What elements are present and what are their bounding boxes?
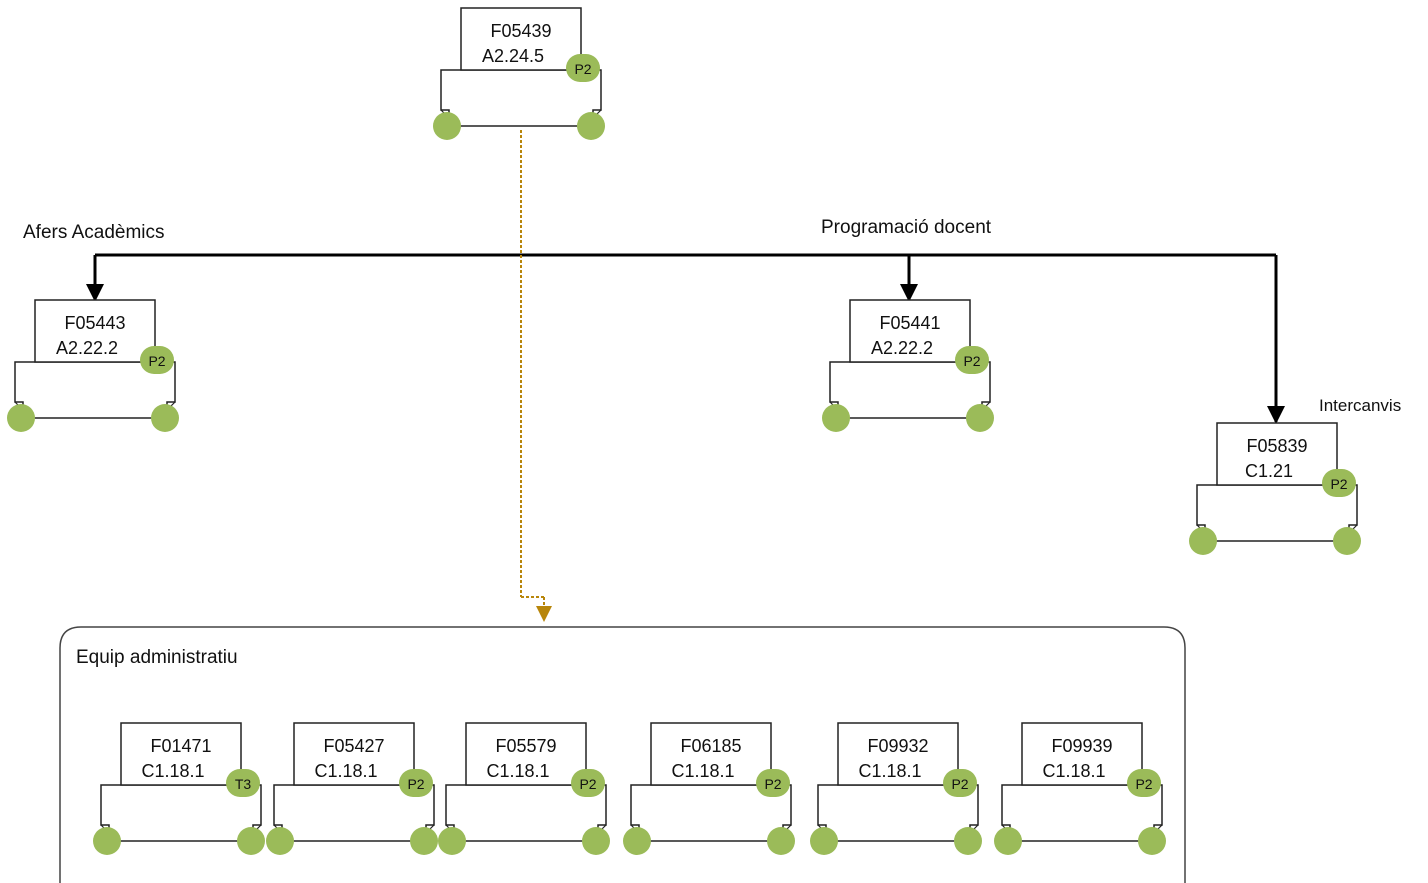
level-badge: P2: [764, 776, 781, 792]
wheel-left-icon: [93, 827, 121, 855]
position-code: A2.22.2: [56, 338, 118, 358]
position-code: C1.18.1: [671, 761, 734, 781]
level-badge: P2: [1330, 476, 1347, 492]
level-badge: T3: [235, 776, 252, 792]
dashed-arrow-head: [536, 606, 552, 622]
position-code: C1.21: [1245, 461, 1293, 481]
wheel-left-icon: [822, 404, 850, 432]
wheel-right-icon: [954, 827, 982, 855]
level-badge-bg: [399, 769, 433, 797]
position-id: F05427: [323, 736, 384, 756]
level-badge: P2: [951, 776, 968, 792]
position-code: C1.18.1: [486, 761, 549, 781]
position-id: F05439: [490, 21, 551, 41]
team-group-container: [59, 626, 1186, 883]
card-sheet: [120, 722, 242, 786]
position-code: C1.18.1: [314, 761, 377, 781]
wheel-left-icon: [7, 404, 35, 432]
level-badge-bg: [140, 346, 174, 374]
arrow-head-programacio: [900, 284, 918, 302]
wheel-right-icon: [151, 404, 179, 432]
wheel-right-icon: [577, 112, 605, 140]
position-code: A2.24.5: [482, 46, 544, 66]
level-badge-bg: [226, 769, 260, 797]
level-badge: P2: [407, 776, 424, 792]
card-sheet: [1216, 422, 1338, 486]
branch-label-afers: Afers Acadèmics: [23, 222, 165, 243]
wheel-left-icon: [623, 827, 651, 855]
wheel-left-icon: [1189, 527, 1217, 555]
card-sheet: [460, 7, 582, 71]
level-badge: P2: [963, 353, 980, 369]
position-id: F09939: [1051, 736, 1112, 756]
wheel-right-icon: [966, 404, 994, 432]
position-code: C1.18.1: [141, 761, 204, 781]
arrow-head-afers: [86, 284, 104, 302]
position-id: F05839: [1246, 436, 1307, 456]
wheel-right-icon: [1138, 827, 1166, 855]
branch-label-intercanvis: Intercanvis: [1319, 396, 1402, 415]
wheel-left-icon: [994, 827, 1022, 855]
card-sheet: [465, 722, 587, 786]
wheel-left-icon: [810, 827, 838, 855]
team-group-title: Equip administratiu: [76, 647, 238, 668]
card-sheet: [650, 722, 772, 786]
level-badge-bg: [1127, 769, 1161, 797]
connectors: [86, 130, 1285, 622]
level-badge-bg: [955, 346, 989, 374]
wheel-right-icon: [1333, 527, 1361, 555]
arrow-head-intercanvis: [1267, 406, 1285, 424]
position-cards: F05439A2.24.5P2F05443A2.22.2P2F05441A2.2…: [7, 7, 1361, 855]
level-badge-bg: [571, 769, 605, 797]
wheel-left-icon: [266, 827, 294, 855]
level-badge-bg: [943, 769, 977, 797]
level-badge: P2: [1135, 776, 1152, 792]
position-code: A2.22.2: [871, 338, 933, 358]
wheel-right-icon: [410, 827, 438, 855]
level-badge: P2: [574, 61, 591, 77]
wheel-left-icon: [433, 112, 461, 140]
card-sheet: [837, 722, 959, 786]
position-id: F01471: [150, 736, 211, 756]
position-id: F05441: [879, 313, 940, 333]
level-badge-bg: [756, 769, 790, 797]
card-sheet: [1021, 722, 1143, 786]
card-sheet: [34, 299, 156, 363]
position-id: F05579: [495, 736, 556, 756]
level-badge-bg: [1322, 469, 1356, 497]
wheel-right-icon: [237, 827, 265, 855]
position-id: F05443: [64, 313, 125, 333]
wheel-right-icon: [767, 827, 795, 855]
branch-label-programacio: Programació docent: [821, 217, 992, 238]
level-badge: P2: [579, 776, 596, 792]
position-id: F09932: [867, 736, 928, 756]
level-badge-bg: [566, 54, 600, 82]
level-badge: P2: [148, 353, 165, 369]
position-code: C1.18.1: [858, 761, 921, 781]
card-sheet: [293, 722, 415, 786]
wheel-left-icon: [438, 827, 466, 855]
position-id: F06185: [680, 736, 741, 756]
position-code: C1.18.1: [1042, 761, 1105, 781]
card-sheet: [849, 299, 971, 363]
wheel-right-icon: [582, 827, 610, 855]
